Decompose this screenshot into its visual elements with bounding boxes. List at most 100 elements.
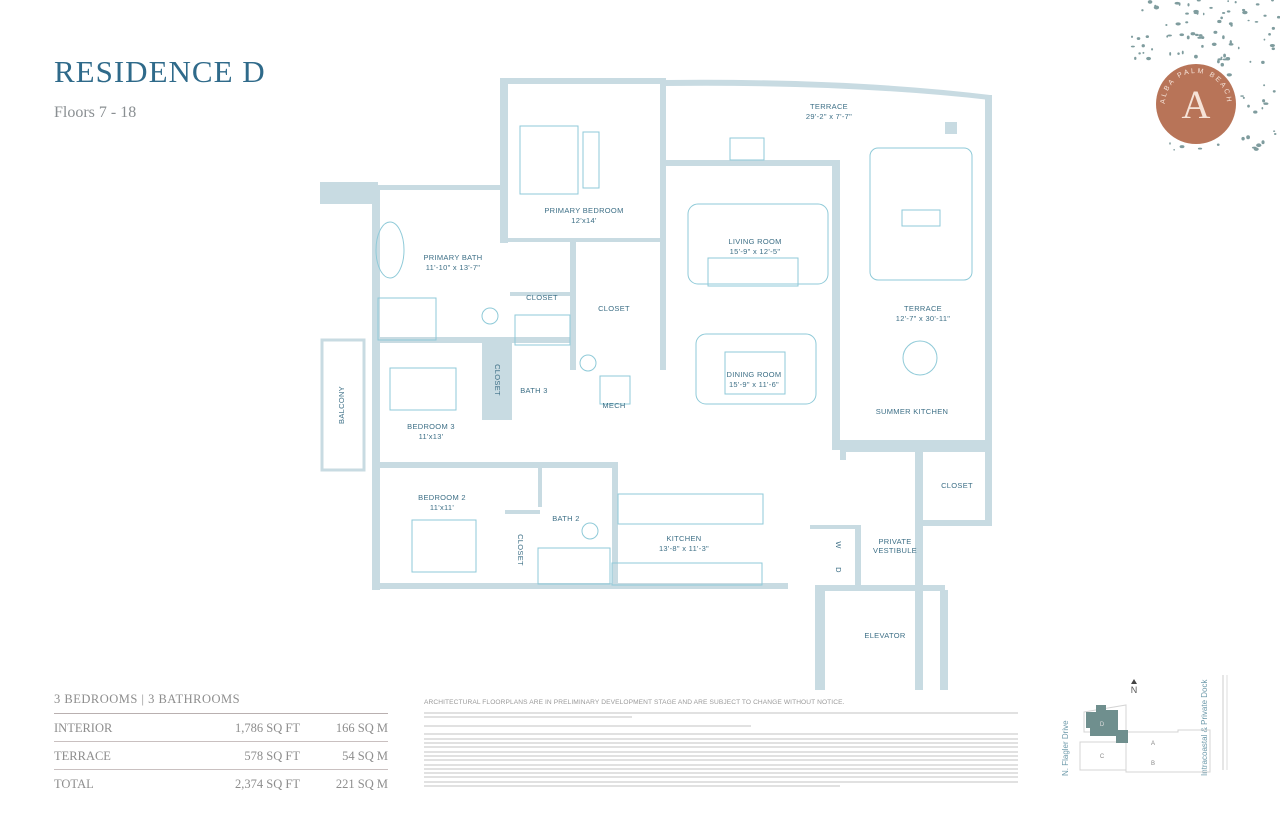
key-plan: N N. Flagler Drive Intracoastal & Privat…: [1061, 675, 1228, 776]
speckle: [1271, 47, 1275, 51]
speckle: [1272, 130, 1276, 132]
speckle: [1178, 2, 1181, 6]
speckle: [1228, 43, 1234, 46]
speckle: [1181, 50, 1184, 55]
speckle: [1220, 56, 1223, 59]
fine-print-line: [424, 750, 1018, 753]
speckle: [1247, 104, 1250, 108]
fine-print-line: [424, 746, 1018, 749]
speckle: [1263, 14, 1267, 17]
brand-logo: ALBA PALM BEACH A: [1130, 0, 1280, 151]
area-summary: 3 BEDROOMS | 3 BATHROOMS INTERIOR 1,786 …: [54, 692, 388, 797]
label-bath-2: BATH 2: [552, 514, 580, 523]
speckle: [1130, 35, 1134, 38]
speckle: [1198, 34, 1203, 37]
label-closet-c: CLOSET: [493, 364, 502, 396]
speckle: [1226, 73, 1232, 77]
speckle: [1227, 0, 1229, 3]
speckle: [1186, 35, 1190, 40]
speckle: [1201, 44, 1204, 48]
speckle: [1173, 148, 1175, 151]
speckle: [1240, 95, 1245, 97]
speckle: [1179, 33, 1185, 37]
dim-bedroom-2: 11'x11': [430, 503, 455, 512]
speckle: [1222, 35, 1225, 40]
label-closet-a: CLOSET: [526, 293, 558, 302]
north-arrow-icon: [1131, 679, 1137, 684]
speckle: [1217, 19, 1222, 24]
speckle: [1273, 133, 1277, 136]
speckle: [1138, 52, 1141, 55]
speckle: [1261, 107, 1264, 110]
room-labels: TERRACE 29'-2" x 7'-7" PRIMARY BEDROOM 1…: [337, 102, 973, 640]
speckle: [1262, 99, 1266, 103]
disclaimer-heading: ARCHITECTURAL FLOORPLANS ARE IN PRELIMIN…: [424, 699, 845, 706]
speckle: [1263, 102, 1269, 105]
speckle: [1209, 6, 1213, 9]
speckle: [1201, 36, 1205, 40]
speckle: [1276, 15, 1280, 19]
speckle: [1242, 96, 1245, 99]
speckle: [1179, 145, 1185, 149]
label-terrace-right: TERRACE: [904, 304, 942, 313]
fine-print-line: [424, 737, 1018, 740]
speckle: [1223, 53, 1226, 58]
fine-print-line: [424, 733, 1018, 736]
speckle: [1234, 1, 1237, 4]
dim-primary-bath: 11'-10" x 13'-7": [426, 263, 481, 272]
label-closet-d: CLOSET: [516, 534, 525, 566]
fine-print-line: [424, 759, 1018, 762]
label-bath-3: BATH 3: [520, 386, 548, 395]
speckle: [1197, 36, 1203, 39]
speckle: [1271, 26, 1275, 30]
speckle: [1246, 135, 1250, 140]
speckle: [1226, 10, 1231, 13]
speckle: [1253, 110, 1258, 114]
speckle: [1251, 146, 1257, 149]
logo-monogram: A: [1182, 82, 1211, 127]
speckle: [1169, 52, 1172, 56]
fine-print-line: [424, 767, 1018, 770]
unit-d-label: D: [1100, 722, 1105, 728]
speckle: [1175, 22, 1181, 26]
street-west-label: N. Flagler Drive: [1061, 720, 1070, 776]
speckle: [1154, 4, 1157, 7]
speckle: [1217, 58, 1223, 61]
unit-c-label: C: [1100, 754, 1105, 760]
walls: [320, 78, 992, 690]
area-row-terrace: TERRACE 578 SQ FT 54 SQ M: [54, 742, 388, 770]
speckle: [1136, 37, 1141, 40]
speckle: [1185, 12, 1189, 15]
label-living-room: LIVING ROOM: [728, 237, 781, 246]
fine-print-line: [424, 780, 1018, 783]
dim-bedroom-3: 11'x13': [419, 432, 444, 441]
speckle: [1217, 59, 1220, 64]
fine-print-line: [424, 772, 1018, 775]
fine-print-line: [424, 754, 1018, 757]
fine-print-line: [424, 712, 1018, 714]
fine-print-line: [424, 716, 632, 719]
speckle: [1142, 51, 1145, 54]
speckle: [1166, 35, 1169, 38]
fine-print-line: [424, 742, 1018, 745]
label-primary-bedroom: PRIMARY BEDROOM: [544, 206, 623, 215]
speckle: [1196, 0, 1201, 2]
speckle: [1268, 33, 1271, 36]
label-kitchen: KITCHEN: [666, 534, 701, 543]
speckle: [1213, 30, 1218, 34]
disclaimer: ARCHITECTURAL FLOORPLANS ARE IN PRELIMIN…: [424, 699, 1018, 789]
speckle: [1254, 20, 1259, 23]
speckle: [1221, 12, 1226, 14]
north-label: N: [1131, 685, 1138, 695]
bed-bath-count: 3 BEDROOMS | 3 BATHROOMS: [54, 692, 388, 714]
label-bedroom-3: BEDROOM 3: [407, 422, 455, 431]
street-east-label: Intracoastal & Private Dock: [1200, 679, 1209, 776]
unit-d-highlight: [1086, 705, 1128, 743]
speckle: [1263, 84, 1266, 87]
speckle: [1247, 19, 1250, 22]
speckle: [1263, 38, 1266, 41]
speckle: [1134, 56, 1137, 60]
floor-plan: TERRACE 29'-2" x 7'-7" PRIMARY BEDROOM 1…: [320, 78, 992, 690]
speckle: [1269, 43, 1275, 48]
label-primary-bath: PRIMARY BATH: [423, 253, 482, 262]
